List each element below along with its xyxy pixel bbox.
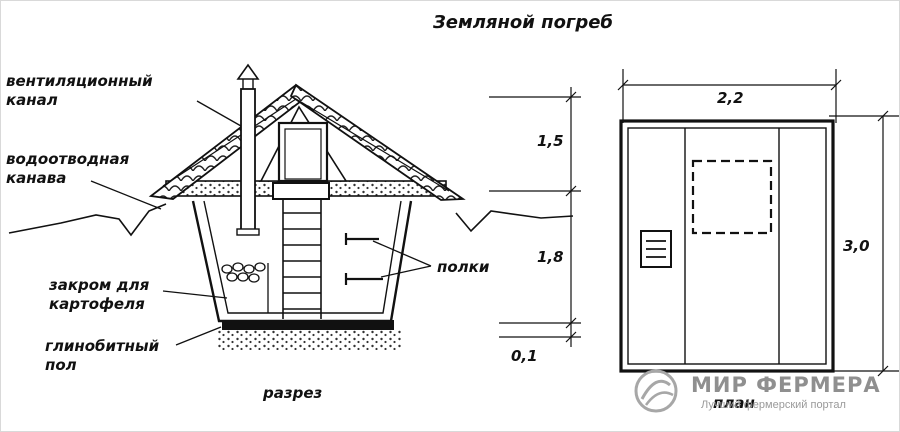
vent-label-line1: вентиляционный bbox=[6, 72, 153, 90]
floor-label-line2: пол bbox=[45, 356, 77, 374]
plan-caption: план bbox=[713, 394, 755, 412]
vent-pipe bbox=[240, 88, 256, 235]
diagram-title: Земляной погреб bbox=[433, 12, 613, 33]
bin-label-line2: картофеля bbox=[49, 295, 145, 313]
door bbox=[277, 121, 329, 183]
shelves-label: полки bbox=[437, 258, 490, 276]
plan-outer-wall bbox=[619, 119, 835, 373]
clay-floor bbox=[222, 320, 394, 331]
elevation-dimensions bbox=[489, 87, 581, 347]
shelves bbox=[344, 233, 383, 285]
floor-thickness-dim: 0,1 bbox=[511, 347, 538, 365]
roof-right bbox=[289, 83, 466, 201]
plan-width-dim: 2,2 bbox=[717, 89, 744, 107]
section-caption: разрез bbox=[263, 384, 323, 402]
potato-bin bbox=[221, 262, 269, 313]
vent-label-line2: канал bbox=[6, 91, 58, 109]
plan-hatch bbox=[691, 159, 773, 235]
leader-lines bbox=[90, 100, 432, 346]
plan-drawing bbox=[617, 69, 899, 377]
plan-length-dim: 3,0 bbox=[843, 237, 870, 255]
watermark-logo bbox=[634, 369, 678, 413]
pit-depth-dim: 1,8 bbox=[537, 248, 564, 266]
floor-label-line1: глинобитный bbox=[45, 337, 160, 355]
bin-label-line1: закром для bbox=[49, 276, 150, 294]
watermark-subtitle: Лучший фермерский портал bbox=[701, 399, 846, 411]
roof-height-dim: 1,5 bbox=[537, 132, 564, 150]
drain-label-line1: водоотводная bbox=[6, 150, 130, 168]
ladder bbox=[282, 199, 322, 319]
drain-label-line2: канава bbox=[6, 169, 67, 187]
watermark-title: МИР ФЕРМЕРА bbox=[691, 373, 881, 397]
section-drawing bbox=[8, 63, 581, 350]
